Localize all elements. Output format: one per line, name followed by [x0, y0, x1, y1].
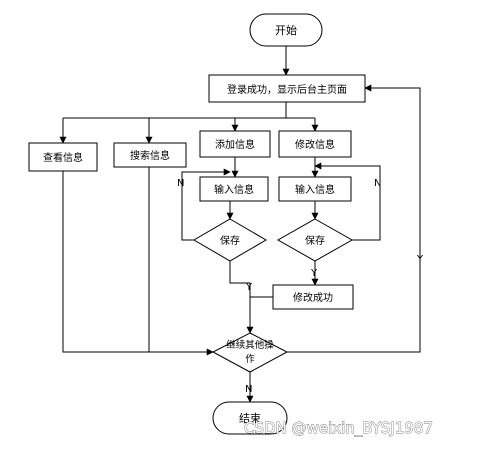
- label-save2-yes: Y: [310, 268, 318, 279]
- input-info-2-box: [278, 176, 352, 202]
- label-continue-yes: Y: [416, 254, 424, 265]
- edge-continue-yes: [287, 84, 421, 353]
- main-page-label: 登录成功，显示后台主页面: [227, 83, 347, 96]
- continue-diamond: [211, 332, 289, 373]
- label-save2-no: N: [374, 178, 381, 189]
- search-info-box: [113, 142, 187, 168]
- save-2-decision: 保存: [276, 218, 354, 262]
- input-info-1-box: [199, 176, 269, 202]
- input-info-1-label: 输入信息: [214, 183, 254, 196]
- edit-info-box: [278, 130, 352, 158]
- end-terminal-shape: [212, 401, 288, 435]
- main-page-node: 登录成功，显示后台主页面: [208, 74, 366, 103]
- end-node: 结束: [212, 401, 288, 435]
- save-1-decision: 保存: [193, 218, 267, 262]
- edge-save1-yes: [229, 261, 254, 334]
- input-info-2-node: 输入信息: [278, 176, 352, 202]
- save-2-diamond: [276, 218, 354, 262]
- continue-label-line2: 作: [245, 353, 255, 365]
- search-info-node: 搜索信息: [113, 142, 187, 168]
- label-save1-yes: Y: [245, 282, 253, 293]
- add-info-node: 添加信息: [199, 130, 271, 158]
- start-node: 开始: [249, 13, 323, 47]
- save-1-diamond: [193, 218, 267, 262]
- edge-view-continue: [62, 171, 214, 356]
- label-continue-no: N: [245, 384, 252, 395]
- view-info-node: 查看信息: [28, 142, 98, 172]
- start-label: 开始: [275, 23, 297, 37]
- save-2-label: 保存: [305, 234, 325, 247]
- label-save1-no: N: [177, 178, 184, 189]
- connectors: [59, 46, 421, 403]
- input-info-1-node: 输入信息: [199, 176, 269, 202]
- view-info-box: [28, 142, 98, 172]
- edge-save2-no: [314, 162, 381, 241]
- add-info-label: 添加信息: [215, 138, 255, 151]
- edit-info-node: 修改信息: [278, 130, 352, 158]
- edit-success-node: 修改成功: [272, 284, 354, 310]
- watermark-text: CSDN @weixin_BYSJ1987: [244, 419, 433, 438]
- main-page-box: [208, 74, 366, 103]
- edge-labels: N N Y Y Y N: [177, 178, 424, 395]
- view-info-label: 查看信息: [43, 151, 83, 164]
- start-terminal-shape: [249, 13, 323, 47]
- edit-success-label: 修改成功: [293, 291, 333, 304]
- edit-info-label: 修改信息: [295, 138, 335, 151]
- add-info-box: [199, 130, 271, 158]
- edit-success-box: [272, 284, 354, 310]
- search-info-label: 搜索信息: [130, 149, 170, 162]
- save-1-label: 保存: [220, 234, 240, 247]
- continue-label-line1: 继续其他操: [226, 339, 274, 351]
- continue-decision: 继续其他操 作: [211, 332, 289, 373]
- end-label: 结束: [239, 412, 261, 425]
- edge-save1-no: [181, 168, 231, 241]
- input-info-2-label: 输入信息: [295, 183, 335, 196]
